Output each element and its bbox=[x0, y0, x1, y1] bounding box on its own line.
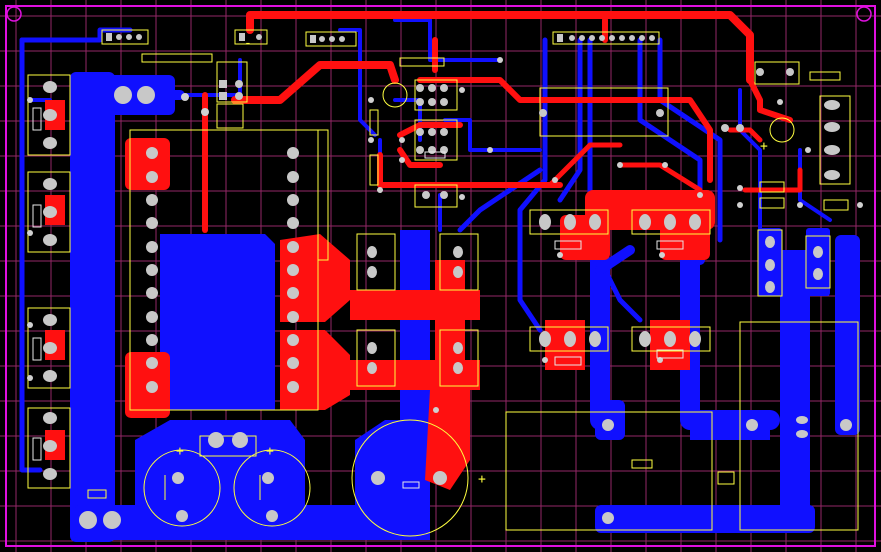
silkscreen-layer bbox=[27, 29, 859, 537]
plus-mark: + bbox=[266, 444, 274, 459]
polarity-marks: + + + + - bbox=[176, 36, 768, 487]
plus-mark: + bbox=[478, 472, 486, 487]
plus-mark: + bbox=[760, 139, 768, 154]
resistor-bodies bbox=[32, 107, 684, 489]
board-outline bbox=[5, 5, 876, 547]
mounting-hole-top-right bbox=[856, 6, 872, 22]
minus-mark: - bbox=[244, 36, 252, 51]
top-copper-layer bbox=[45, 11, 803, 490]
plus-mark: + bbox=[176, 444, 184, 459]
mounting-hole-top-left bbox=[6, 6, 22, 22]
through-hole-pads bbox=[43, 33, 852, 529]
vias bbox=[27, 57, 863, 413]
